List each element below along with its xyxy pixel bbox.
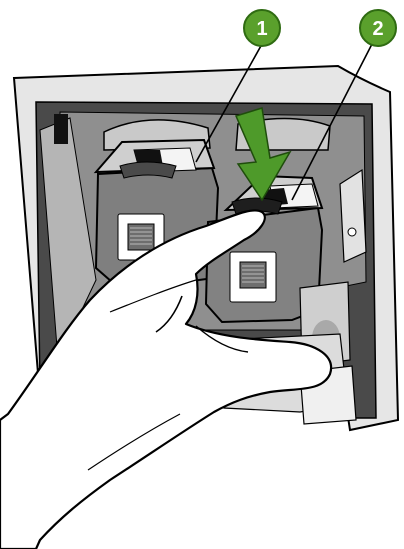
carriage-slot-marker	[54, 114, 68, 144]
callout-1-badge: 1	[244, 10, 280, 46]
callout-2-label: 2	[372, 18, 383, 40]
bracket-screw	[348, 228, 356, 236]
callout-1-label: 1	[256, 18, 267, 40]
callout-2-badge: 2	[360, 10, 396, 46]
carriage-right-bracket	[340, 170, 366, 262]
